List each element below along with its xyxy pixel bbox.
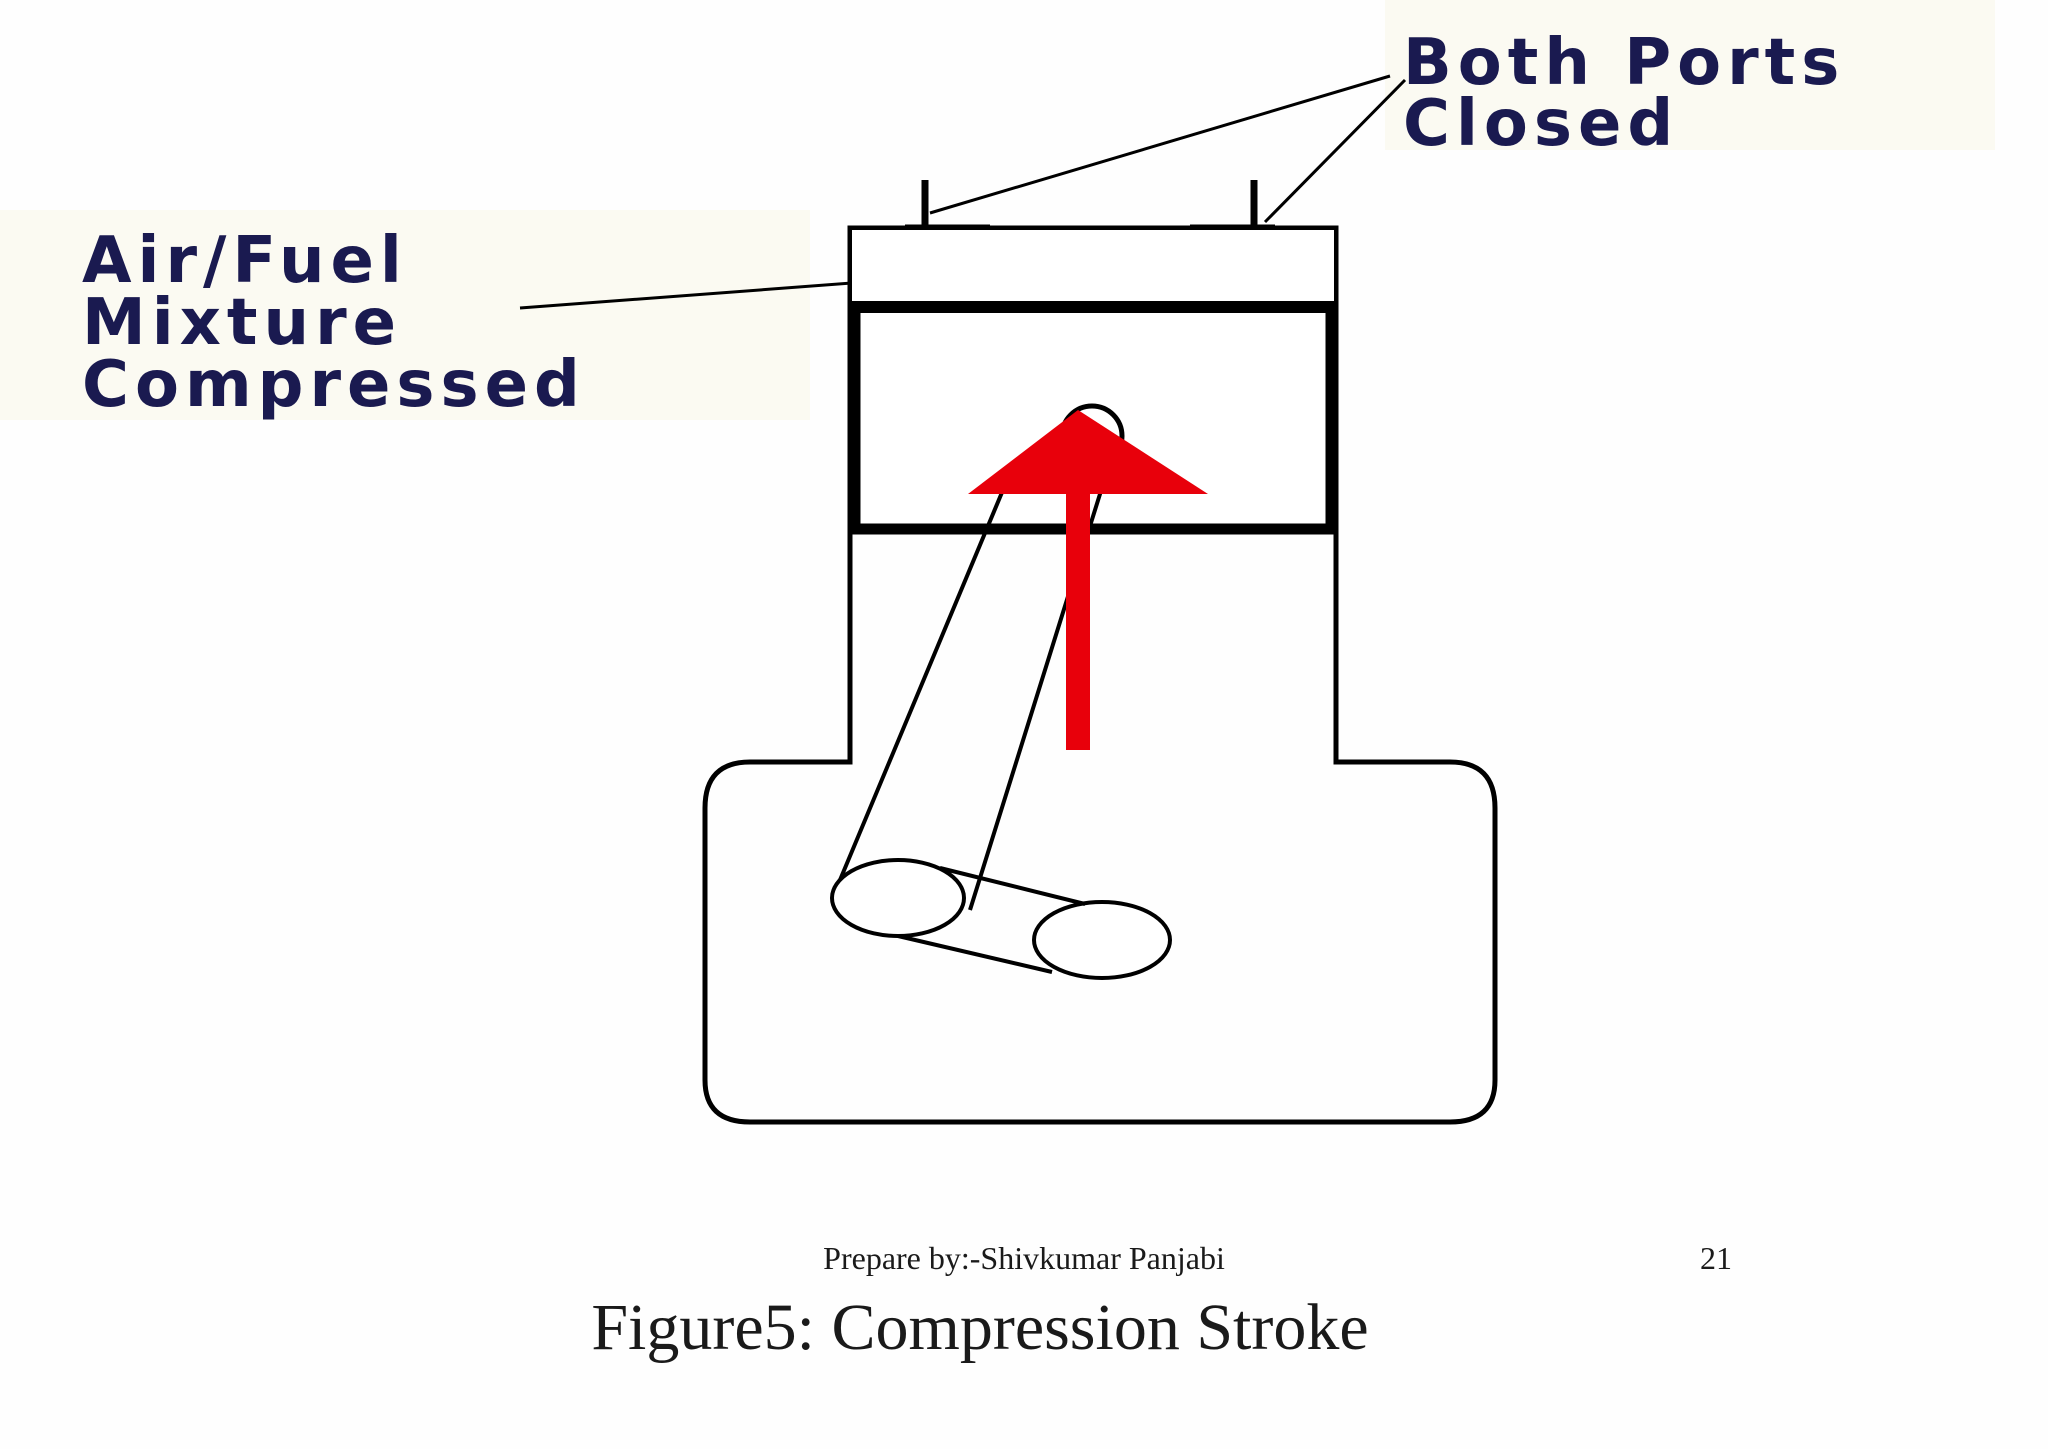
mixture-label-background — [0, 210, 810, 420]
crank-pin-left — [830, 858, 966, 938]
arrow-shaft — [1066, 470, 1090, 750]
crank-web-top — [939, 866, 1086, 906]
page-number: 21 — [1700, 1240, 1732, 1276]
connecting-rod-left-edge — [838, 477, 1010, 881]
arrow-head — [968, 410, 1208, 494]
crank-pin-right — [1032, 900, 1172, 980]
upward-motion-arrow — [968, 410, 1208, 750]
figure-caption: Figure5: Compression Stroke — [591, 1291, 1369, 1364]
compressed-mixture-chamber — [852, 230, 1334, 307]
mixture-label-line-1: Air/Fuel — [82, 224, 408, 298]
footer-author: Prepare by:-Shivkumar Panjabi — [823, 1240, 1225, 1276]
ports-label: Both Ports Closed — [1403, 26, 1874, 161]
mixture-label-line-2: Mixture — [82, 286, 402, 360]
cylinder-crankcase-outline — [702, 225, 1498, 1125]
mixture-label-line-3: Compressed — [82, 348, 586, 422]
ports-leader-line-right — [1263, 78, 1407, 224]
crank-web-bottom — [897, 934, 1053, 974]
piston — [849, 301, 1337, 535]
mixture-label: Air/Fuel Mixture Compressed — [82, 224, 586, 422]
ports-label-line-1: Both Ports — [1403, 26, 1845, 100]
ports-label-background — [1385, 0, 1995, 150]
ports-label-line-2: Closed — [1403, 87, 1679, 161]
ports-leader-line-left — [929, 74, 1391, 215]
